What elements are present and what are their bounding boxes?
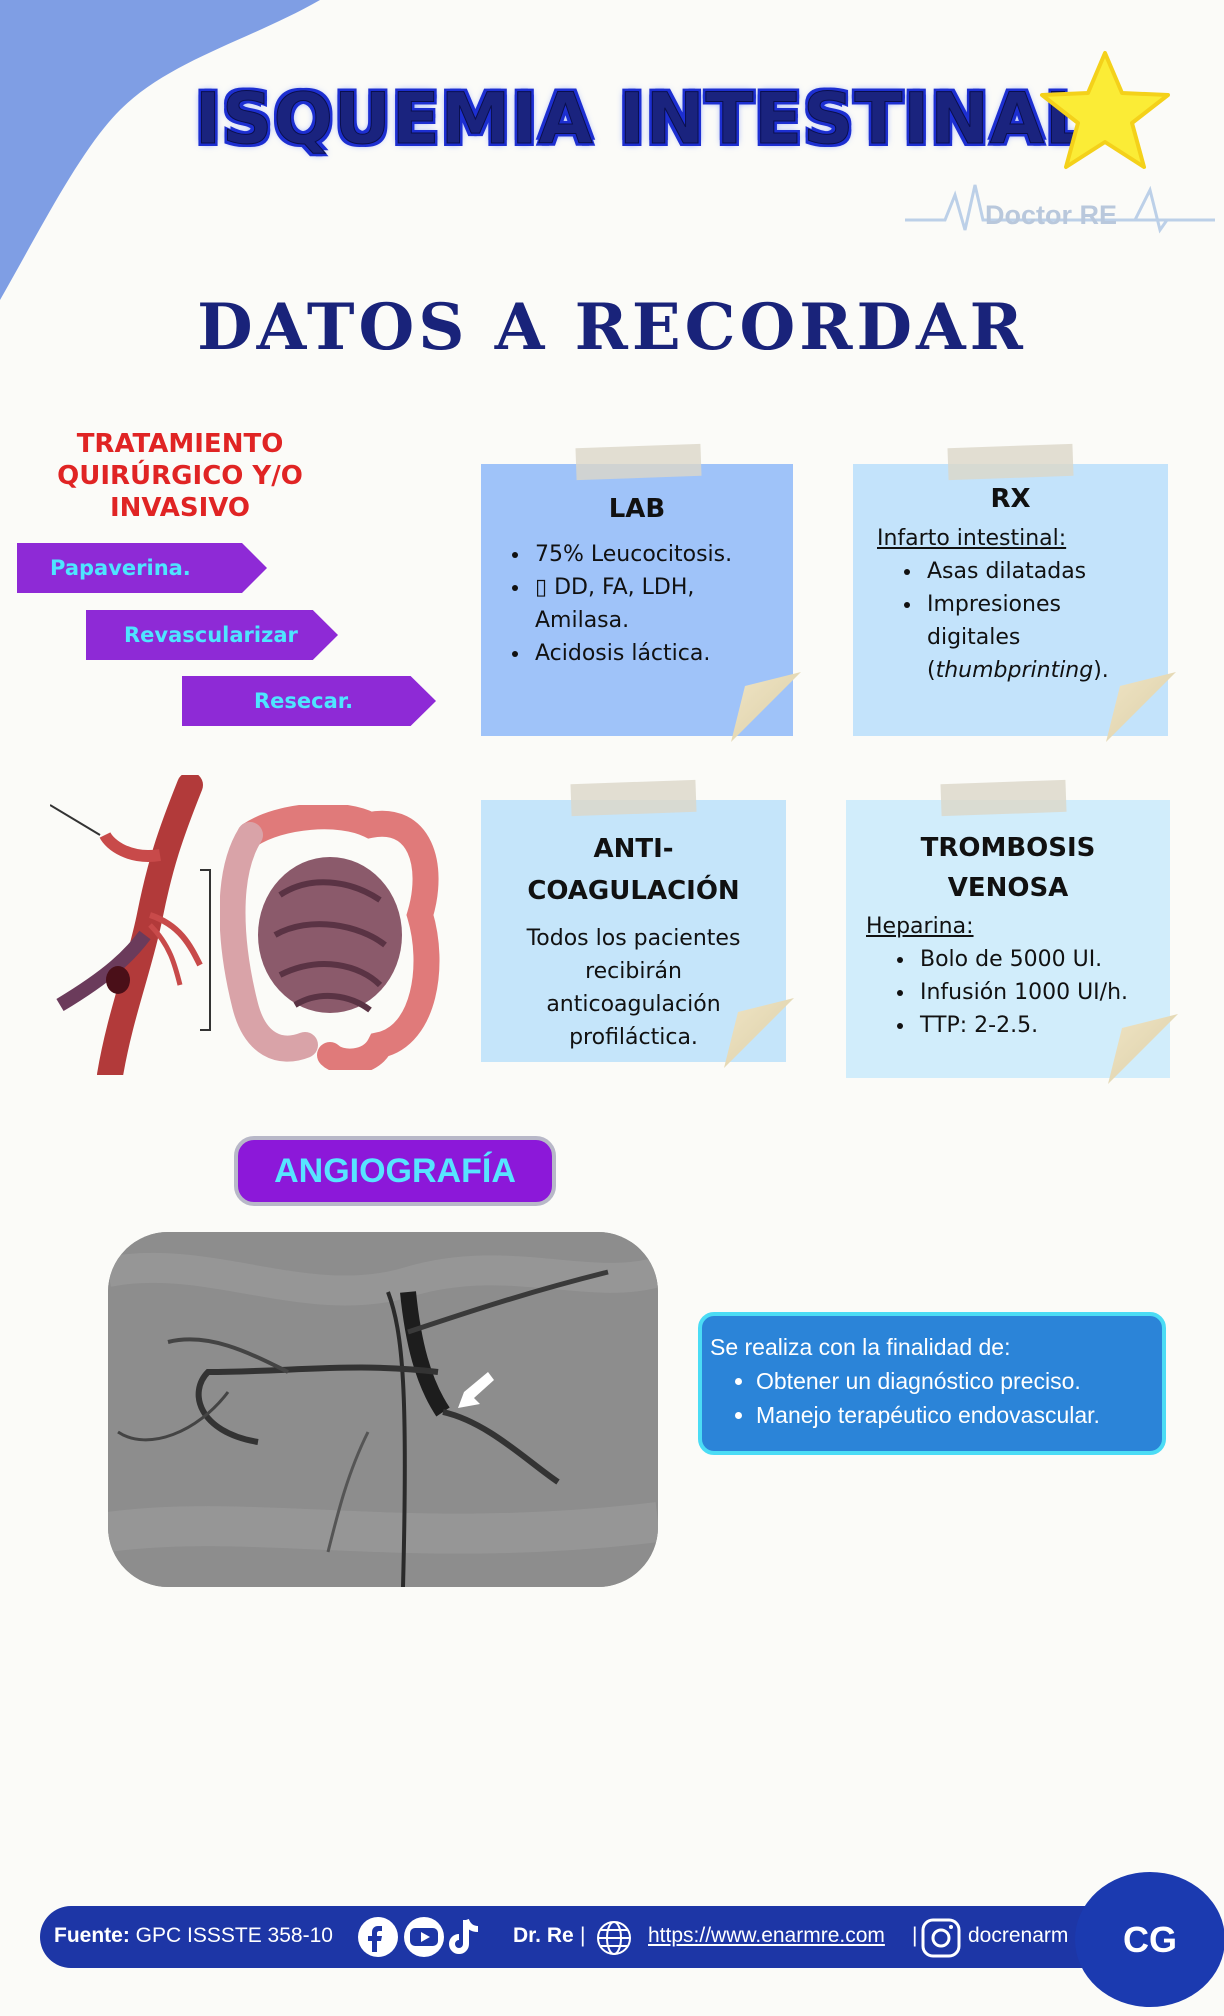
footer-separator: | — [912, 1924, 918, 1947]
footer-separator: | — [580, 1924, 586, 1947]
rx-note: RX Infarto intestinal: Asas dilatadas Im… — [853, 443, 1176, 742]
section-title: DATOS A RECORDAR — [197, 290, 1027, 365]
lab-item: Acidosis láctica. — [531, 637, 793, 670]
footer-source: Fuente: GPC ISSSTE 358-10 — [54, 1924, 333, 1948]
trombosis-subtitle: Heparina: — [866, 914, 974, 939]
trombosis-venosa-note: TROMBOSIS VENOSA Heparina: Bolo de 5000 … — [846, 779, 1178, 1084]
footer-bar: Fuente: GPC ISSSTE 358-10 Dr. Re | https… — [40, 1906, 1140, 1968]
angiografia-info-item: Obtener un diagnóstico preciso. — [756, 1364, 1154, 1398]
trombosis-item: TTP: 2-2.5. — [916, 1009, 1170, 1042]
angiography-image — [108, 1232, 658, 1587]
anticoagulacion-title-line: COAGULACIÓN — [527, 876, 740, 906]
anticoagulacion-title-line: ANTI- — [593, 834, 674, 864]
angiografia-info-box: Se realiza con la finalidad de: Obtener … — [698, 1312, 1166, 1455]
page-title: ISQUEMIA INTESTINAL — [195, 78, 1091, 161]
tape — [940, 779, 1067, 817]
treatment-tag-resecar: Resecar. — [182, 676, 436, 726]
angiografia-badge: ANGIOGRAFÍA — [234, 1136, 556, 1206]
angiografia-info-item: Manejo terapéutico endovascular. — [756, 1398, 1154, 1432]
rx-item: Impresiones digitales — [923, 588, 1073, 654]
anticoagulacion-body: Todos los pacientes recibirán anticoagul… — [526, 926, 741, 1050]
trombosis-title: TROMBOSIS VENOSA — [846, 828, 1170, 908]
corner-swoosh — [0, 0, 320, 300]
anticoagulacion-note: ANTI- COAGULACIÓN Todos los pacientes re… — [481, 779, 794, 1068]
star-icon — [1040, 51, 1170, 169]
trombosis-title-line: TROMBOSIS — [920, 833, 1096, 863]
intestine-illustration — [220, 805, 440, 1070]
artery-illustration — [50, 775, 211, 1075]
angiografia-info-title: Se realiza con la finalidad de: — [710, 1334, 1011, 1360]
page-curl — [731, 672, 801, 742]
treatment-tag-revascularizar: Revascularizar — [86, 610, 338, 660]
anticoagulacion-title: ANTI- COAGULACIÓN — [481, 828, 786, 912]
angiography-image-drawing — [108, 1232, 658, 1587]
lab-note: LAB 75% Leucocitosis. ▯ DD, FA, LDH, Ami… — [481, 443, 801, 742]
cg-badge: CG — [1075, 1872, 1224, 2007]
trombosis-item: Infusión 1000 UI/h. — [916, 976, 1170, 1009]
social-icons — [358, 1917, 479, 1957]
lab-item: ▯ DD, FA, LDH, Amilasa. — [531, 571, 731, 637]
heartbeat-line-icon — [905, 184, 1215, 234]
trombosis-item: Bolo de 5000 UI. — [916, 943, 1170, 976]
treatment-title: TRATAMIENTO QUIRÚRGICO Y/O INVASIVO — [30, 428, 330, 524]
tape — [947, 443, 1074, 481]
trombosis-title-line: VENOSA — [947, 873, 1069, 903]
treatment-title-line: INVASIVO — [109, 493, 251, 523]
footer-website-link[interactable]: https://www.enarmre.com — [648, 1924, 885, 1947]
footer-source-text: GPC ISSSTE 358-10 — [135, 1924, 333, 1947]
tiktok-icon[interactable] — [449, 1918, 479, 1954]
youtube-icon[interactable] — [404, 1917, 444, 1957]
footer-instagram-handle[interactable]: docrenarm — [968, 1924, 1069, 1947]
instagram-icon[interactable] — [920, 1917, 962, 1959]
facebook-icon[interactable] — [358, 1917, 398, 1957]
rx-italic-term: thumbprinting — [935, 658, 1094, 683]
rx-item: Asas dilatadas — [923, 555, 1168, 588]
tape — [570, 779, 697, 817]
tape — [575, 443, 702, 481]
treatment-title-line: QUIRÚRGICO Y/O — [57, 461, 303, 491]
brand-name: Doctor RE — [985, 200, 1118, 230]
treatment-title-line: TRATAMIENTO — [76, 429, 284, 459]
globe-icon — [597, 1921, 631, 1955]
rx-subtitle: Infarto intestinal: — [877, 526, 1067, 551]
rx-suffix: ). — [1093, 658, 1109, 683]
rx-title: RX — [990, 484, 1031, 514]
footer-author: Dr. Re — [513, 1924, 574, 1947]
treatment-tag-papaverina: Papaverina. — [17, 543, 267, 593]
lab-title: LAB — [608, 494, 666, 524]
footer-source-label: Fuente: — [54, 1924, 130, 1947]
lab-item: 75% Leucocitosis. — [531, 538, 793, 571]
rx-thumbprinting: (thumbprinting). — [927, 658, 1109, 683]
